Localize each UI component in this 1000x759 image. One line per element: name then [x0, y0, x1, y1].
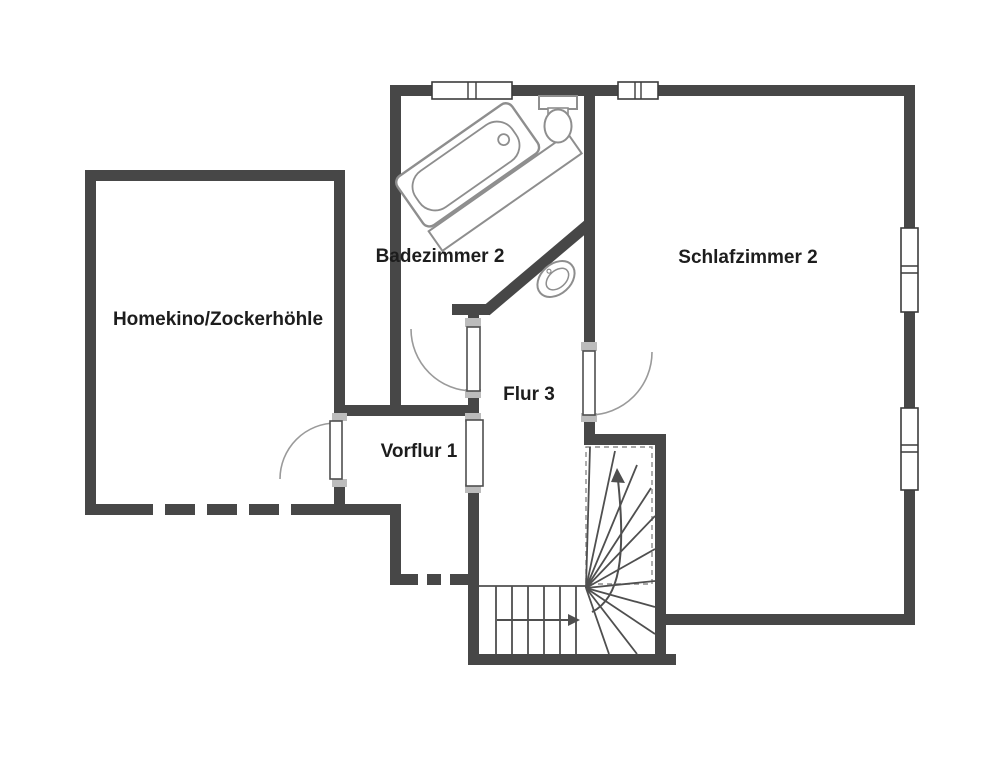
room-label-badezimmer: Badezimmer 2: [376, 246, 505, 267]
stair-direction-arrow: [497, 468, 625, 626]
room-label-vorflur: Vorflur 1: [381, 441, 458, 462]
doors: [279, 318, 653, 493]
window-icon-bath-top: [431, 81, 513, 100]
bathtub-icon: [395, 102, 584, 253]
door-vorflur: [465, 413, 484, 493]
window-icon-bedroom-top: [617, 81, 659, 100]
window-icon-bedroom-right-upper: [900, 227, 919, 313]
walls: [85, 85, 915, 665]
toilet-icon: [538, 95, 578, 144]
door-schlafzimmer: [581, 342, 653, 422]
room-labels: Homekino/Zockerhöhle Badezimmer 2 Schlaf…: [113, 246, 818, 462]
door-badezimmer: [410, 318, 481, 398]
staircase-icon: [479, 446, 656, 655]
windows: [431, 81, 919, 491]
room-label-homekino: Homekino/Zockerhöhle: [113, 309, 323, 330]
door-homekino: [279, 413, 347, 487]
window-icon-bedroom-right-lower: [900, 407, 919, 491]
room-label-schlafzimmer: Schlafzimmer 2: [678, 247, 817, 268]
room-label-flur: Flur 3: [503, 384, 555, 405]
sink-icon: [536, 260, 576, 298]
